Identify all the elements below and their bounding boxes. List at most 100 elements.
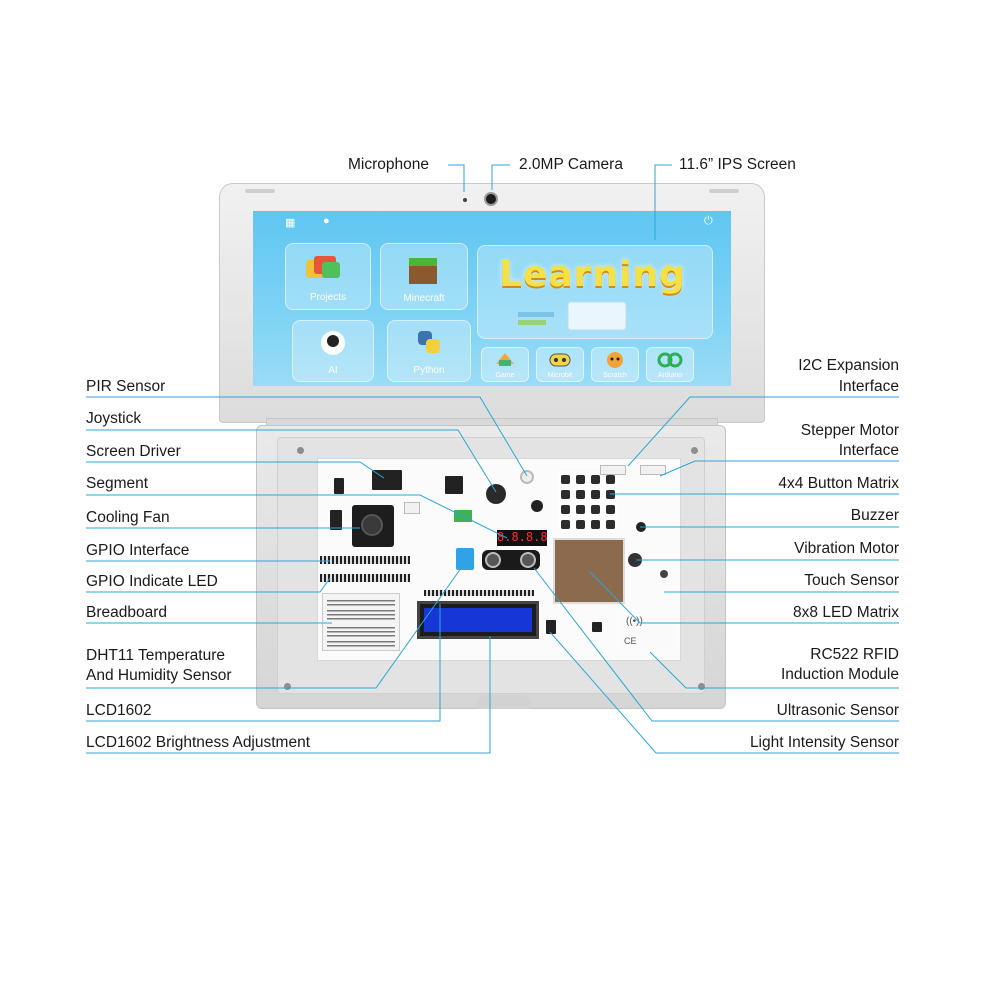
- label-rfid-line1: RC522 RFID: [810, 646, 899, 663]
- matrix-key: [606, 475, 615, 484]
- label-stepper-line2: Interface: [838, 442, 899, 459]
- screw: [284, 683, 291, 690]
- minecraft-icon: [409, 258, 437, 284]
- projects-icon: [306, 256, 340, 278]
- arduino-icon: [657, 352, 683, 368]
- matrix-key: [606, 490, 615, 499]
- tile-game[interactable]: Game: [481, 347, 529, 382]
- joystick: [486, 484, 506, 504]
- label-pir-sensor: PIR Sensor: [86, 378, 166, 395]
- gpio-header-pins: [320, 556, 410, 564]
- screw: [691, 447, 698, 454]
- label-dht11-line1: DHT11 Temperature: [86, 647, 225, 664]
- label-touch-sensor: Touch Sensor: [804, 572, 899, 589]
- label-lcd1602: LCD1602: [86, 702, 152, 719]
- light-sensor: [546, 620, 556, 634]
- label-screen: 11.6” IPS Screen: [679, 156, 796, 173]
- matrix-key: [591, 475, 600, 484]
- label-i2c-line1: I2C Expansion: [798, 357, 899, 374]
- segment-display: 8.8.8.8: [497, 530, 548, 546]
- tile-projects[interactable]: Projects: [285, 243, 371, 310]
- tile-python[interactable]: Python: [387, 320, 471, 382]
- tile-label: Projects: [309, 292, 347, 303]
- terminal-block: [454, 510, 472, 522]
- power-icon: ⏻: [704, 215, 713, 227]
- microbit-icon: [549, 353, 571, 367]
- ai-robot-icon: [321, 331, 345, 355]
- i2c-connector: [600, 465, 626, 475]
- connector: [404, 502, 420, 514]
- tile-label: Minecraft: [403, 293, 445, 304]
- matrix-key: [561, 520, 570, 529]
- label-gpio-led: GPIO Indicate LED: [86, 573, 218, 590]
- label-joystick: Joystick: [86, 410, 142, 427]
- label-light-intensity: Light Intensity Sensor: [749, 734, 899, 751]
- label-vibration-motor: Vibration Motor: [794, 540, 899, 557]
- matrix-key: [576, 475, 585, 484]
- pir-sensor: [520, 470, 534, 484]
- matrix-key: [561, 490, 570, 499]
- matrix-key: [591, 505, 600, 514]
- lcd1602-display: [417, 601, 539, 639]
- tile-label: Python: [413, 365, 445, 376]
- led-matrix-8x8: [553, 538, 625, 604]
- label-button-matrix: 4x4 Button Matrix: [778, 475, 899, 492]
- bezel-slot: [709, 189, 739, 193]
- matrix-key: [561, 505, 570, 514]
- vibration-motor: [628, 553, 642, 567]
- small-tile-label: Arduino: [657, 372, 683, 379]
- rfid-module: ((•)) CE: [622, 610, 678, 650]
- ultrasonic-sensor: [482, 550, 540, 570]
- ultrasonic-transducer: [520, 552, 536, 568]
- cooling-fan: [352, 505, 394, 547]
- matrix-key: [591, 490, 600, 499]
- label-breadboard: Breadboard: [86, 604, 168, 621]
- matrix-key: [606, 520, 615, 529]
- small-tile-label: Microbit: [547, 372, 573, 379]
- ips-screen: ▦ ● ⏻ Projects Minecraft AI: [253, 211, 731, 386]
- dht11-sensor: [456, 548, 474, 570]
- buzzer: [636, 522, 646, 532]
- tile-scratch[interactable]: Scratch: [591, 347, 639, 382]
- ultrasonic-transducer: [485, 552, 501, 568]
- bezel-slot: [245, 189, 275, 193]
- label-microphone: Microphone: [348, 156, 429, 173]
- gpio-chip: [330, 510, 342, 530]
- user-icon: ●: [323, 215, 330, 227]
- label-ultrasonic: Ultrasonic Sensor: [776, 702, 899, 719]
- button-matrix-4x4: [557, 471, 619, 531]
- tile-minecraft[interactable]: Minecraft: [380, 243, 468, 310]
- label-camera: 2.0MP Camera: [519, 156, 623, 173]
- learning-hero-text: Learning: [499, 254, 686, 295]
- lcd-header: [424, 590, 534, 596]
- label-rfid-line2: Induction Module: [780, 666, 899, 683]
- scratch-cat-icon: [607, 352, 623, 368]
- matrix-key: [576, 505, 585, 514]
- tile-arduino[interactable]: Arduino: [646, 347, 694, 382]
- label-segment: Segment: [86, 475, 149, 492]
- label-cooling-fan: Cooling Fan: [86, 509, 170, 526]
- label-screen-driver: Screen Driver: [86, 443, 181, 460]
- tile-microbit[interactable]: Microbit: [536, 347, 584, 382]
- fan-hub: [361, 514, 383, 536]
- screw: [698, 683, 705, 690]
- matrix-key: [591, 520, 600, 529]
- base-notch: [477, 695, 531, 709]
- camera-lens: [484, 192, 498, 206]
- tile-ai[interactable]: AI: [292, 320, 374, 382]
- chip: [445, 476, 463, 494]
- breadboard: [322, 593, 400, 651]
- small-chip: [334, 478, 344, 494]
- label-stepper-line1: Stepper Motor: [800, 422, 899, 439]
- label-led-matrix: 8x8 LED Matrix: [793, 604, 899, 621]
- learning-banner[interactable]: Learning: [477, 245, 713, 339]
- screen-driver-chip: [372, 470, 402, 490]
- small-tile-label: Scratch: [603, 372, 627, 379]
- game-icon: [496, 353, 514, 366]
- python-icon: [418, 331, 440, 353]
- lcd-glass: [424, 608, 532, 632]
- microphone-hole: [463, 198, 467, 202]
- screw: [297, 447, 304, 454]
- label-gpio-interface: GPIO Interface: [86, 542, 190, 559]
- matrix-key: [576, 520, 585, 529]
